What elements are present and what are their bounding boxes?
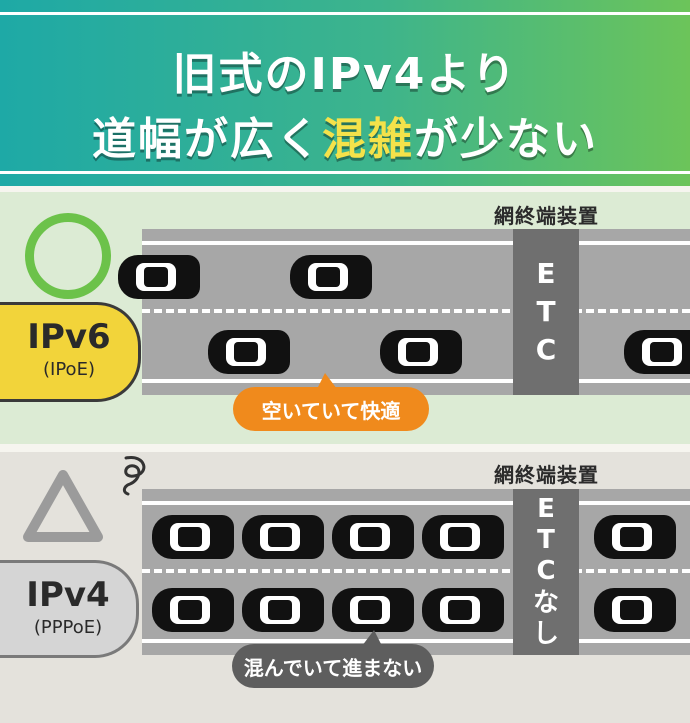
etc-letter: し [532, 618, 559, 649]
title-line-1: 旧式のIPv4より [172, 49, 518, 100]
title-part-1: 道幅が広く [92, 114, 322, 165]
road-lane-divider [142, 569, 690, 573]
triangle-icon [22, 469, 104, 547]
ipv6-label: IPv6 [27, 317, 111, 357]
car [208, 330, 290, 374]
ipv4-label-pill: IPv4 (PPPoE) [0, 560, 139, 658]
title-line-2: 道幅が広く混雑が少ない [0, 103, 690, 167]
car [242, 588, 324, 632]
ipv4-device-label: 網終端装置 [494, 463, 599, 487]
ipv6-sublabel: (IPoE) [43, 359, 95, 380]
etc-letter: T [536, 295, 556, 329]
etc-letter: C [535, 332, 557, 366]
title-highlight: 混雑 [322, 114, 414, 165]
road-edge-top [142, 501, 690, 505]
car [594, 515, 676, 559]
ipv6-etc-gate: E T C [513, 229, 579, 395]
car [290, 255, 372, 299]
etc-letter: E [537, 494, 555, 525]
car [422, 588, 504, 632]
ipv6-speech-bubble: 空いていて快適 [233, 373, 429, 431]
ipv4-road [142, 489, 690, 655]
ipv4-sublabel: (PPPoE) [33, 617, 103, 638]
car [594, 588, 676, 632]
car [332, 588, 414, 632]
car [422, 515, 504, 559]
ipv4-label: IPv4 [26, 575, 110, 615]
road-lane-divider [142, 309, 690, 313]
title-part-2: が少ない [414, 114, 598, 165]
header-banner: 旧式のIPv4より 道幅が広く混雑が少ない [0, 0, 690, 186]
road-edge-bottom [142, 379, 690, 383]
car [152, 515, 234, 559]
car [624, 330, 690, 374]
ipv6-label-pill: IPv6 (IPoE) [0, 302, 141, 402]
car [118, 255, 200, 299]
car [152, 588, 234, 632]
swirl-icon [116, 452, 156, 502]
ipv6-device-label: 網終端装置 [494, 204, 599, 228]
circle-icon [25, 213, 111, 299]
etc-letter: T [537, 525, 555, 556]
etc-letter: E [536, 257, 556, 291]
car [380, 330, 462, 374]
road-edge-top [142, 241, 690, 245]
car [332, 515, 414, 559]
etc-letter: C [536, 556, 556, 587]
ipv4-speech-bubble: 混んでいて進まない [232, 630, 434, 688]
etc-letter: な [532, 587, 559, 618]
ipv4-etc-gate: E T C な し [513, 489, 579, 655]
car [242, 515, 324, 559]
road-edge-bottom [142, 639, 690, 643]
